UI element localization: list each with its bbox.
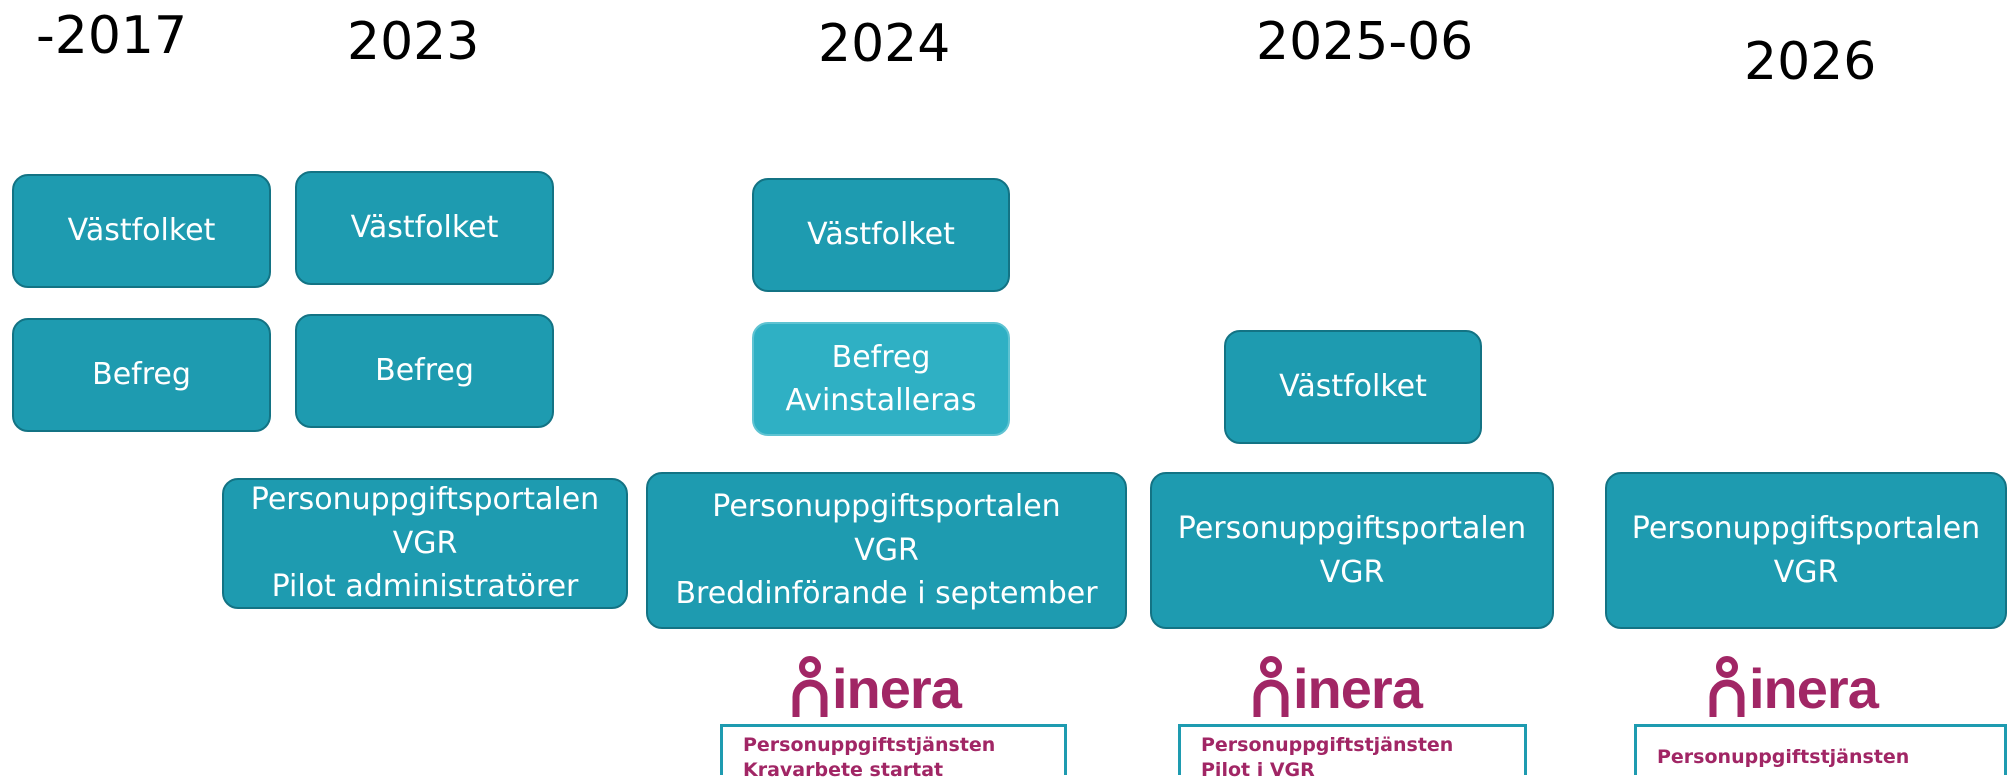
- box-line: Västfolket: [350, 210, 499, 246]
- box-line: VGR: [1319, 554, 1385, 590]
- system-box-vastfolket: Västfolket: [295, 171, 554, 285]
- system-box-befreg-avinstalleras: Befreg Avinstalleras: [752, 322, 1010, 436]
- inera-wordmark: inera: [1293, 657, 1423, 720]
- inera-wordmark: inera: [832, 657, 962, 720]
- year-label-2024: 2024: [818, 14, 951, 74]
- system-box-vastfolket: Västfolket: [12, 174, 271, 288]
- system-box-personuppgiftsportalen: Personuppgiftsportalen VGR: [1150, 472, 1554, 629]
- box-line: Pilot administratörer: [271, 569, 579, 605]
- box-line: Befreg: [92, 357, 191, 393]
- inera-figure-icon: [792, 656, 828, 717]
- inera-service-box: Personuppgiftstjänsten Kravarbete starta…: [720, 724, 1067, 781]
- system-box-befreg: Befreg: [12, 318, 271, 432]
- system-box-vastfolket: Västfolket: [1224, 330, 1482, 444]
- system-box-personuppgiftsportalen: Personuppgiftsportalen VGR Pilot adminis…: [222, 478, 628, 609]
- inera-line: Personuppgiftstjänsten: [743, 734, 996, 756]
- box-line: Personuppgiftsportalen: [712, 489, 1061, 525]
- year-label-2017: -2017: [36, 6, 188, 66]
- inera-logo: inera: [792, 655, 962, 720]
- box-line: VGR: [392, 525, 458, 561]
- inera-line: Personuppgiftstjänsten: [1657, 746, 1910, 768]
- inera-logo: inera: [1253, 655, 1423, 720]
- box-line: Breddinförande i september: [675, 576, 1098, 612]
- box-line: VGR: [854, 532, 919, 568]
- box-line: Avinstalleras: [785, 383, 977, 418]
- box-line: Personuppgiftsportalen: [250, 482, 600, 518]
- year-label-2026: 2026: [1744, 32, 1877, 92]
- inera-line: Personuppgiftstjänsten: [1201, 734, 1454, 756]
- box-line: Västfolket: [67, 213, 216, 249]
- inera-service-box: Personuppgiftstjänsten Pilot i VGR: [1178, 724, 1527, 781]
- inera-logo: inera: [1709, 655, 1879, 720]
- inera-service-box: Personuppgiftstjänsten: [1634, 724, 2007, 775]
- system-box-befreg: Befreg: [295, 314, 554, 428]
- year-label-2025-06: 2025-06: [1256, 12, 1474, 72]
- box-line: Personuppgiftsportalen: [1631, 511, 1981, 546]
- inera-figure-icon: [1709, 656, 1745, 717]
- box-line: Personuppgiftsportalen: [1177, 511, 1527, 546]
- box-line: Befreg: [831, 339, 931, 375]
- box-line: Befreg: [375, 353, 474, 389]
- inera-line: Kravarbete startat: [743, 758, 944, 781]
- box-line: Västfolket: [1279, 369, 1427, 405]
- system-box-personuppgiftsportalen: Personuppgiftsportalen VGR Breddinförand…: [646, 472, 1127, 629]
- system-box-vastfolket: Västfolket: [752, 178, 1010, 292]
- box-line: VGR: [1773, 554, 1839, 590]
- system-box-personuppgiftsportalen: Personuppgiftsportalen VGR: [1605, 472, 2007, 629]
- inera-figure-icon: [1253, 656, 1289, 717]
- inera-line: Pilot i VGR: [1201, 758, 1315, 781]
- inera-wordmark: inera: [1749, 657, 1879, 720]
- year-label-2023: 2023: [347, 12, 480, 72]
- box-line: Västfolket: [807, 217, 955, 253]
